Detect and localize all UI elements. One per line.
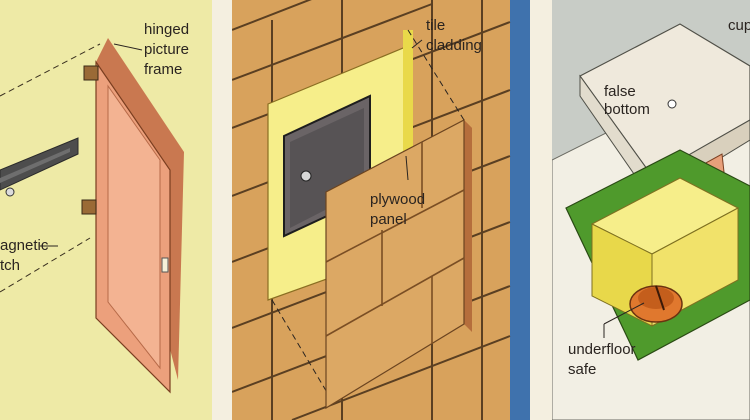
leader-frame	[113, 43, 143, 51]
label-hinged: hinged	[144, 21, 190, 38]
gutter-1	[212, 0, 232, 420]
safe-dial-icon	[300, 170, 312, 182]
plywood-side-edge	[464, 120, 472, 332]
floor-strip	[510, 0, 530, 420]
safe-lid	[638, 287, 674, 309]
dash-top	[407, 29, 465, 121]
panel-hinged-picture-frame: hinged picture frame agnetic tch	[0, 0, 212, 420]
label-plywood: plywood	[370, 191, 426, 208]
hinge-top-icon	[83, 65, 99, 81]
label-cupboard: cup	[728, 17, 750, 34]
wall-safe-edge	[0, 148, 70, 183]
panel-tile-lines	[325, 142, 465, 344]
label-cladding: cladding	[426, 37, 482, 54]
leader-cladding	[411, 39, 423, 49]
safe-handle-icon	[655, 285, 665, 311]
finger-hole-icon	[667, 99, 677, 109]
swing-line-bottom	[0, 237, 91, 293]
hinge-bottom-icon	[81, 199, 97, 215]
safe-lock-icon	[5, 187, 15, 197]
label-agnetic: agnetic	[0, 237, 49, 254]
leader-safe	[603, 302, 645, 325]
panel-plywood-panel: tile cladding plywood panel	[232, 0, 530, 420]
panel3-illustration	[552, 0, 750, 420]
frame-inner-panel	[107, 84, 161, 370]
label-frame: frame	[144, 61, 183, 78]
label-bottom: bottom	[604, 101, 650, 118]
panel1-illustration	[0, 0, 212, 420]
panel-underfloor-safe: cup false bottom underfloor safe	[552, 0, 750, 420]
label-false: false	[604, 83, 636, 100]
label-tch: tch	[0, 257, 21, 274]
label-tile: tile	[426, 17, 446, 34]
leader-plywood	[405, 155, 409, 181]
label-safe: safe	[568, 361, 597, 378]
dash-bottom	[271, 299, 329, 395]
label-underfloor: underfloor	[568, 341, 636, 358]
label-picture: picture	[144, 41, 190, 58]
label-panel: panel	[370, 211, 407, 228]
magnetic-latch-icon	[161, 257, 169, 273]
swing-line-top	[0, 43, 101, 97]
gutter-2	[530, 0, 552, 420]
panel2-illustration	[232, 0, 530, 420]
